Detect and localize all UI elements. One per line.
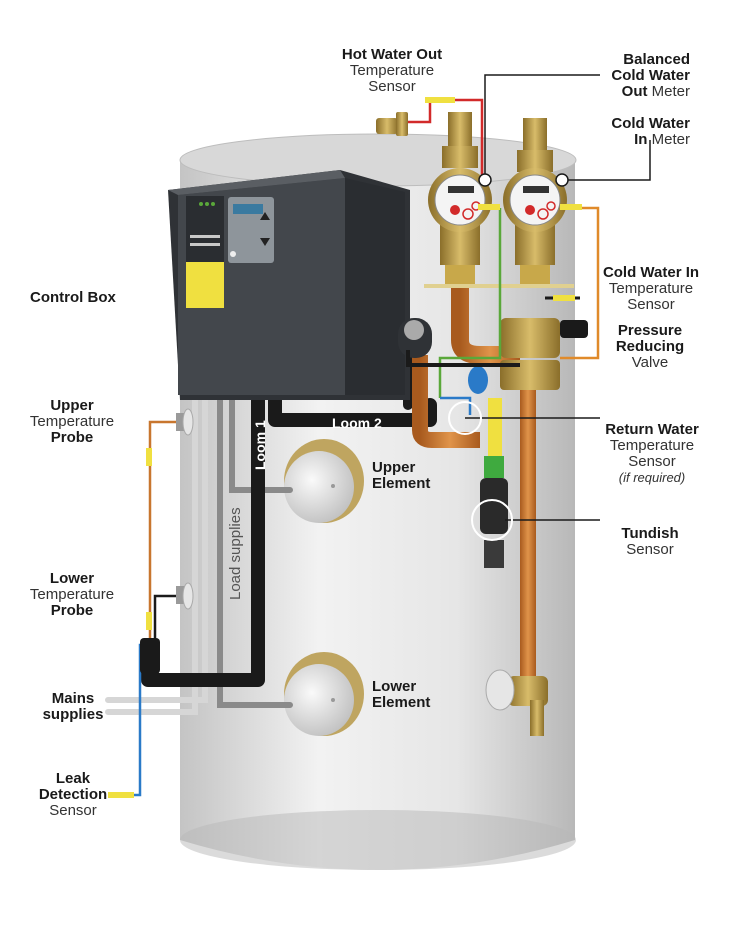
label-control-box: Control Box: [30, 290, 116, 306]
label-pressure-line2: Reducing: [615, 338, 685, 355]
label-hot-water-out-title: Hot Water Out: [341, 46, 443, 63]
label-cold-water-in-meter: Cold Water In Meter: [590, 116, 690, 148]
label-return-note: (if required): [618, 470, 686, 485]
label-leak-line3: Sensor: [49, 802, 97, 819]
lower-probe: [176, 582, 194, 610]
label-balanced-cold-meter: Balanced Cold Water Out Meter: [590, 52, 690, 100]
label-upper-probe-line3: Probe: [50, 429, 94, 446]
label-lower-probe: Lower Temperature Probe: [22, 571, 122, 619]
sensor-wires: [406, 204, 600, 415]
label-control-box-text: Control Box: [30, 289, 116, 306]
label-hot-water-out-line2: Temperature: [349, 62, 435, 79]
loom1-label: Loom 1: [252, 420, 268, 470]
label-balanced-line3-bold: Out: [621, 83, 648, 100]
load-supply-cables: [105, 392, 293, 715]
label-cold-in-sensor-line2: Temperature: [608, 280, 694, 297]
label-pressure-line3: Valve: [631, 354, 669, 371]
meter-pipework: [398, 112, 588, 736]
label-hot-water-out-line3: Sensor: [368, 78, 416, 95]
hot-water-out-fitting: [376, 97, 484, 175]
leader-lines: [448, 74, 651, 541]
load-supplies-label: Load supplies: [227, 507, 244, 600]
label-lower-probe-line3: Probe: [50, 602, 94, 619]
label-tundish-line1: Tundish: [621, 525, 679, 542]
label-leak-line2: Detection: [38, 786, 108, 803]
label-lower-probe-line2: Temperature: [29, 586, 115, 603]
cold-water-in-meter: [503, 168, 567, 232]
label-balanced-line1: Balanced: [623, 51, 690, 68]
label-tundish-line2: Sensor: [626, 541, 674, 558]
label-upper-probe-line2: Temperature: [29, 413, 115, 430]
label-upper-element: Upper Element: [372, 460, 430, 492]
label-leak-line1: Leak: [55, 770, 91, 787]
label-return-line3: Sensor: [628, 453, 676, 470]
label-cold-in-sensor-title: Cold Water In: [602, 264, 700, 281]
label-cold-in-meter-line2-bold: In: [634, 131, 648, 148]
label-upper-element-line2: Element: [372, 475, 431, 492]
label-tundish: Tundish Sensor: [610, 526, 690, 558]
label-balanced-line2: Cold Water: [611, 67, 690, 84]
label-lower-element-line2: Element: [372, 694, 431, 711]
label-mains: Mains supplies: [30, 691, 116, 723]
label-upper-probe: Upper Temperature Probe: [22, 398, 122, 446]
loom2-label: Loom 2: [332, 415, 382, 431]
label-pressure-valve: Pressure Reducing Valve: [600, 323, 700, 371]
label-hot-water-out: Hot Water Out Temperature Sensor: [330, 47, 454, 95]
label-cold-in-meter-line1: Cold Water: [611, 115, 690, 132]
label-return-water: Return Water Temperature Sensor (if requ…: [596, 422, 708, 486]
label-cold-in-meter-line2-normal: Meter: [651, 131, 690, 148]
balanced-cold-out-meter: [428, 168, 492, 232]
label-leak: Leak Detection Sensor: [28, 771, 118, 819]
lower-element: [284, 652, 364, 736]
label-return-line2: Temperature: [609, 437, 695, 454]
label-cold-in-sensor-line3: Sensor: [627, 296, 675, 313]
label-mains-line2: supplies: [42, 706, 104, 723]
label-lower-element-line1: Lower: [372, 678, 417, 695]
label-lower-probe-line1: Lower: [49, 570, 95, 587]
label-pressure-line1: Pressure: [617, 322, 683, 339]
control-box: [168, 170, 410, 400]
label-balanced-line3-normal: Meter: [651, 83, 690, 100]
label-cold-water-in-sensor: Cold Water In Temperature Sensor: [596, 265, 706, 313]
upper-probe: [176, 408, 194, 436]
probe-wiring: [108, 420, 183, 798]
label-mains-line1: Mains: [51, 690, 95, 707]
label-return-title: Return Water: [605, 421, 699, 438]
label-upper-probe-line1: Upper: [50, 397, 94, 414]
upper-element: [284, 439, 364, 523]
label-upper-element-line1: Upper: [372, 459, 416, 476]
lower-loom-connector: [140, 638, 160, 674]
label-lower-element: Lower Element: [372, 679, 430, 711]
